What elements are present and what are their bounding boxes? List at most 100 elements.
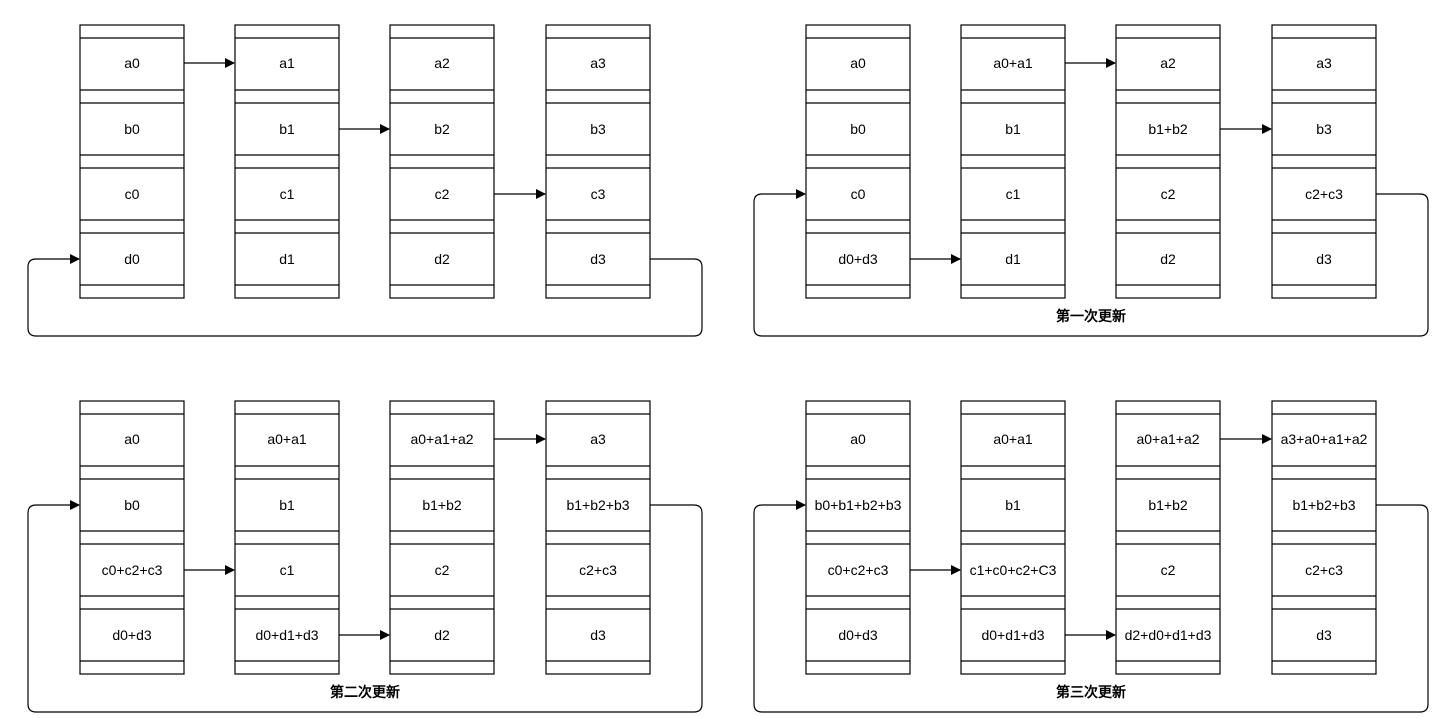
node-box: [389, 400, 495, 675]
cell-label: c3: [591, 186, 606, 202]
node-column-0: a0 b0 c0+c2+c3 d0+d3: [79, 400, 185, 675]
cell-label: a0+a1: [267, 431, 307, 447]
panel-caption: 第三次更新: [1056, 684, 1126, 701]
node-box: [545, 400, 651, 675]
cell-label: c1: [280, 562, 295, 578]
cell-label: c2: [435, 186, 450, 202]
node-column-0: a0 b0+b1+b2+b3 c0+c2+c3 d0+d3: [805, 400, 911, 675]
cell-label: d2: [434, 627, 450, 643]
cell-label: b1: [279, 497, 295, 513]
cell-label: d0+d1+d3: [255, 627, 318, 643]
cell-label: b1+b2: [1148, 121, 1188, 137]
cell-label: b0: [850, 121, 866, 137]
node-box: [1115, 400, 1221, 675]
cell-label: a2: [434, 55, 450, 71]
cell-label: c2: [435, 562, 450, 578]
cell-label: d0+d1+d3: [981, 627, 1044, 643]
cell-label: a0+a1+a2: [410, 431, 473, 447]
cell-label: c2: [1161, 186, 1176, 202]
cell-label: d2: [1160, 251, 1176, 267]
cell-label: c2+c3: [579, 562, 617, 578]
cell-label: a1: [279, 55, 295, 71]
cell-label: a3: [1316, 55, 1332, 71]
cell-label: d0+d3: [112, 627, 152, 643]
cell-label: b1+b2+b3: [566, 497, 629, 513]
node-column-3: a3 b1+b2+b3 c2+c3 d3: [545, 400, 651, 675]
node-column-1: a0+a1 b1 c1 d0+d1+d3: [234, 400, 340, 675]
node-column-2: a0+a1+a2 b1+b2 c2 d2: [389, 400, 495, 675]
node-box: [805, 400, 911, 675]
cell-label: b1: [279, 121, 295, 137]
cell-label: b3: [1316, 121, 1332, 137]
cell-label: a0: [124, 431, 140, 447]
cell-label: a3+a0+a1+a2: [1281, 431, 1368, 447]
panel-1: a0b0c0d0+d3a0+a1b1c1d1a2b1+b2c2d2a3b3c2+…: [753, 24, 1429, 337]
node-column-3: a3 b3 c3 d3: [545, 24, 651, 299]
node-box: [234, 24, 340, 299]
cell-label: c0+c2+c3: [102, 562, 163, 578]
cell-label: b1: [1005, 121, 1021, 137]
node-box: [1271, 400, 1377, 675]
cell-label: b0+b1+b2+b3: [815, 497, 902, 513]
node-column-2: a2 b1+b2 c2 d2: [1115, 24, 1221, 299]
panel-0: a0 b0 c0 d0 a1 b1 c1 d1 a2 b2 c2 d2 a3 b3 c3 d3: [27, 24, 703, 337]
cell-label: b0: [124, 497, 140, 513]
cell-label: a0+a1+a2: [1136, 431, 1199, 447]
cell-label: d1: [1005, 251, 1021, 267]
node-box: [545, 24, 651, 299]
panel-3: a0 b0+b1+b2+b3 c0+c2+c3 d0+d3 a0+a1 b1 c1+c0+c…: [753, 400, 1429, 713]
node-box: [960, 24, 1066, 299]
node-box: [1115, 24, 1221, 299]
cell-label: a0: [124, 55, 140, 71]
cell-label: c1: [1006, 186, 1021, 202]
loop-back-arrow: [753, 500, 1429, 713]
cell-label: d3: [1316, 251, 1332, 267]
node-box: [79, 24, 185, 299]
cell-label: c2+c3: [1305, 186, 1343, 202]
cell-label: d0+d3: [838, 627, 878, 643]
cell-label: b2: [434, 121, 450, 137]
cell-label: d0+d3: [838, 251, 878, 267]
cell-label: d3: [590, 627, 606, 643]
cell-label: b1: [1005, 497, 1021, 513]
cell-label: d1: [279, 251, 295, 267]
cell-label: a2: [1160, 55, 1176, 71]
cell-label: d3: [1316, 627, 1332, 643]
loop-back-arrow: [27, 500, 703, 713]
panel-caption: 第二次更新: [330, 684, 400, 701]
cell-label: a0: [850, 431, 866, 447]
cell-label: c2: [1161, 562, 1176, 578]
cell-label: d2: [434, 251, 450, 267]
cell-label: d2+d0+d1+d3: [1125, 627, 1212, 643]
cell-label: b1+b2+b3: [1292, 497, 1355, 513]
cell-label: a0+a1: [993, 431, 1033, 447]
node-column-1: a0+a1 b1 c1+c0+c2+C3 d0+d1+d3: [960, 400, 1066, 675]
node-box: [805, 24, 911, 299]
node-box: [1271, 24, 1377, 299]
node-column-3: a3+a0+a1+a2 b1+b2+b3 c2+c3 d3: [1271, 400, 1377, 675]
cell-label: b3: [590, 121, 606, 137]
cell-label: b1+b2: [422, 497, 462, 513]
cell-label: a3: [590, 55, 606, 71]
cell-label: a3: [590, 431, 606, 447]
cell-label: c1: [280, 186, 295, 202]
node-column-3: a3 b3 c2+c3 d3: [1271, 24, 1377, 299]
node-box: [960, 400, 1066, 675]
cell-label: d0: [124, 251, 140, 267]
cell-label: a0: [850, 55, 866, 71]
cell-label: c1+c0+c2+C3: [970, 562, 1057, 578]
cell-label: c2+c3: [1305, 562, 1343, 578]
node-box: [389, 24, 495, 299]
cell-label: c0+c2+c3: [828, 562, 889, 578]
panel-caption: 第一次更新: [1056, 308, 1126, 325]
node-column-1: a0+a1 b1 c1 d1: [960, 24, 1066, 299]
node-column-0: a0 b0 c0 d0: [79, 24, 185, 299]
cell-label: b0: [124, 121, 140, 137]
cell-label: d3: [590, 251, 606, 267]
cell-label: c0: [125, 186, 140, 202]
node-box: [234, 400, 340, 675]
cell-label: a0+a1: [993, 55, 1033, 71]
